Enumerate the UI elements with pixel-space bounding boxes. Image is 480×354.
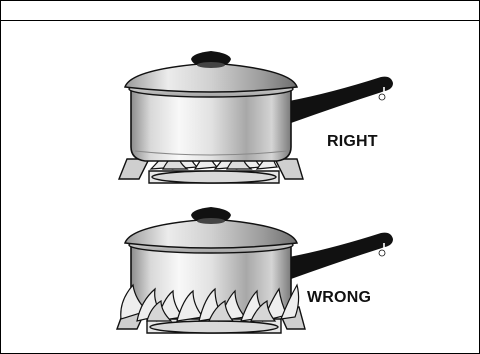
burner-grate [117, 158, 304, 184]
top-bar [1, 1, 479, 21]
diagram-art [116, 51, 393, 334]
right-label: RIGHT [327, 133, 378, 150]
saucepan-on-burner-small-flame-icon [117, 51, 393, 184]
wrong-label: WRONG [307, 289, 372, 306]
flame-large [120, 283, 300, 322]
pot-lid [123, 207, 299, 249]
pan-handle [289, 232, 393, 279]
pot-lid [123, 51, 299, 93]
diagram-panel: RIGHT WRONG [1, 21, 479, 353]
pan-handle [289, 76, 393, 123]
pot-body [128, 80, 294, 162]
saucepan-on-burner-large-flame-icon [116, 207, 393, 334]
